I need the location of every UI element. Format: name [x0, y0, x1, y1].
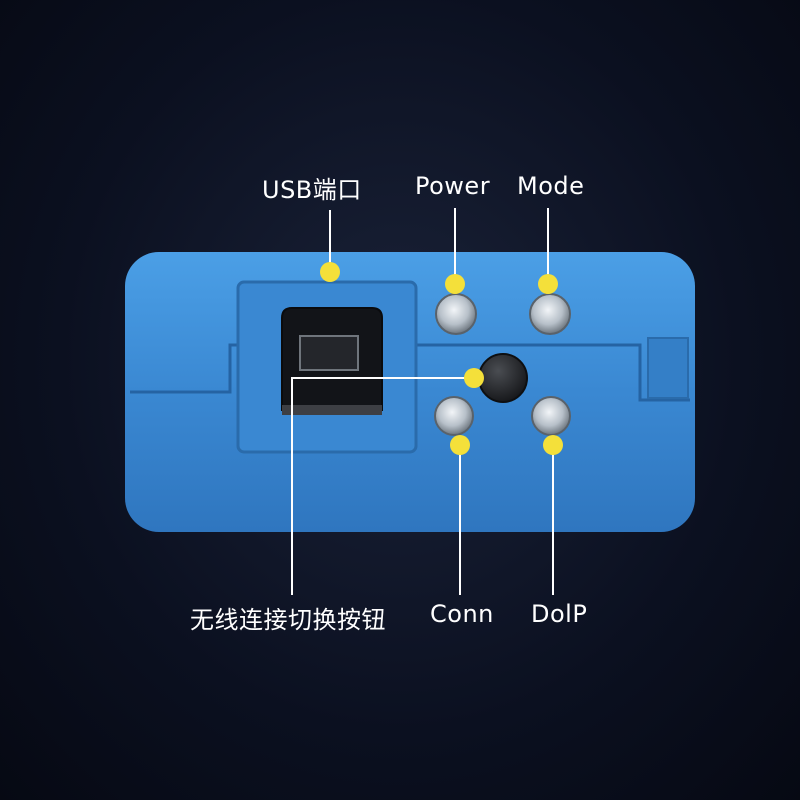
callout-lines — [291, 208, 554, 595]
side-notch — [647, 337, 689, 399]
mode-callout-dot — [538, 274, 558, 294]
dolp-led — [531, 396, 571, 436]
usb-port-inner — [299, 335, 359, 371]
conn-led — [434, 396, 474, 436]
usb-callout-dot — [320, 262, 340, 282]
power-led — [435, 293, 477, 335]
usb-port-base — [282, 405, 382, 415]
wireless-switch-button[interactable] — [478, 353, 528, 403]
dolp-callout-dot — [543, 435, 563, 455]
mode-label: Mode — [517, 172, 585, 200]
usb-port-label: USB端口 — [262, 176, 362, 204]
conn-callout-dot — [450, 435, 470, 455]
dolp-label: DolP — [531, 600, 588, 628]
wireless-button-label: 无线连接切换按钮 — [190, 606, 386, 634]
mode-led — [529, 293, 571, 335]
power-label: Power — [415, 172, 491, 200]
callout-dots — [320, 262, 563, 455]
conn-label: Conn — [430, 600, 494, 628]
power-callout-dot — [445, 274, 465, 294]
wireless-callout-dot — [464, 368, 484, 388]
